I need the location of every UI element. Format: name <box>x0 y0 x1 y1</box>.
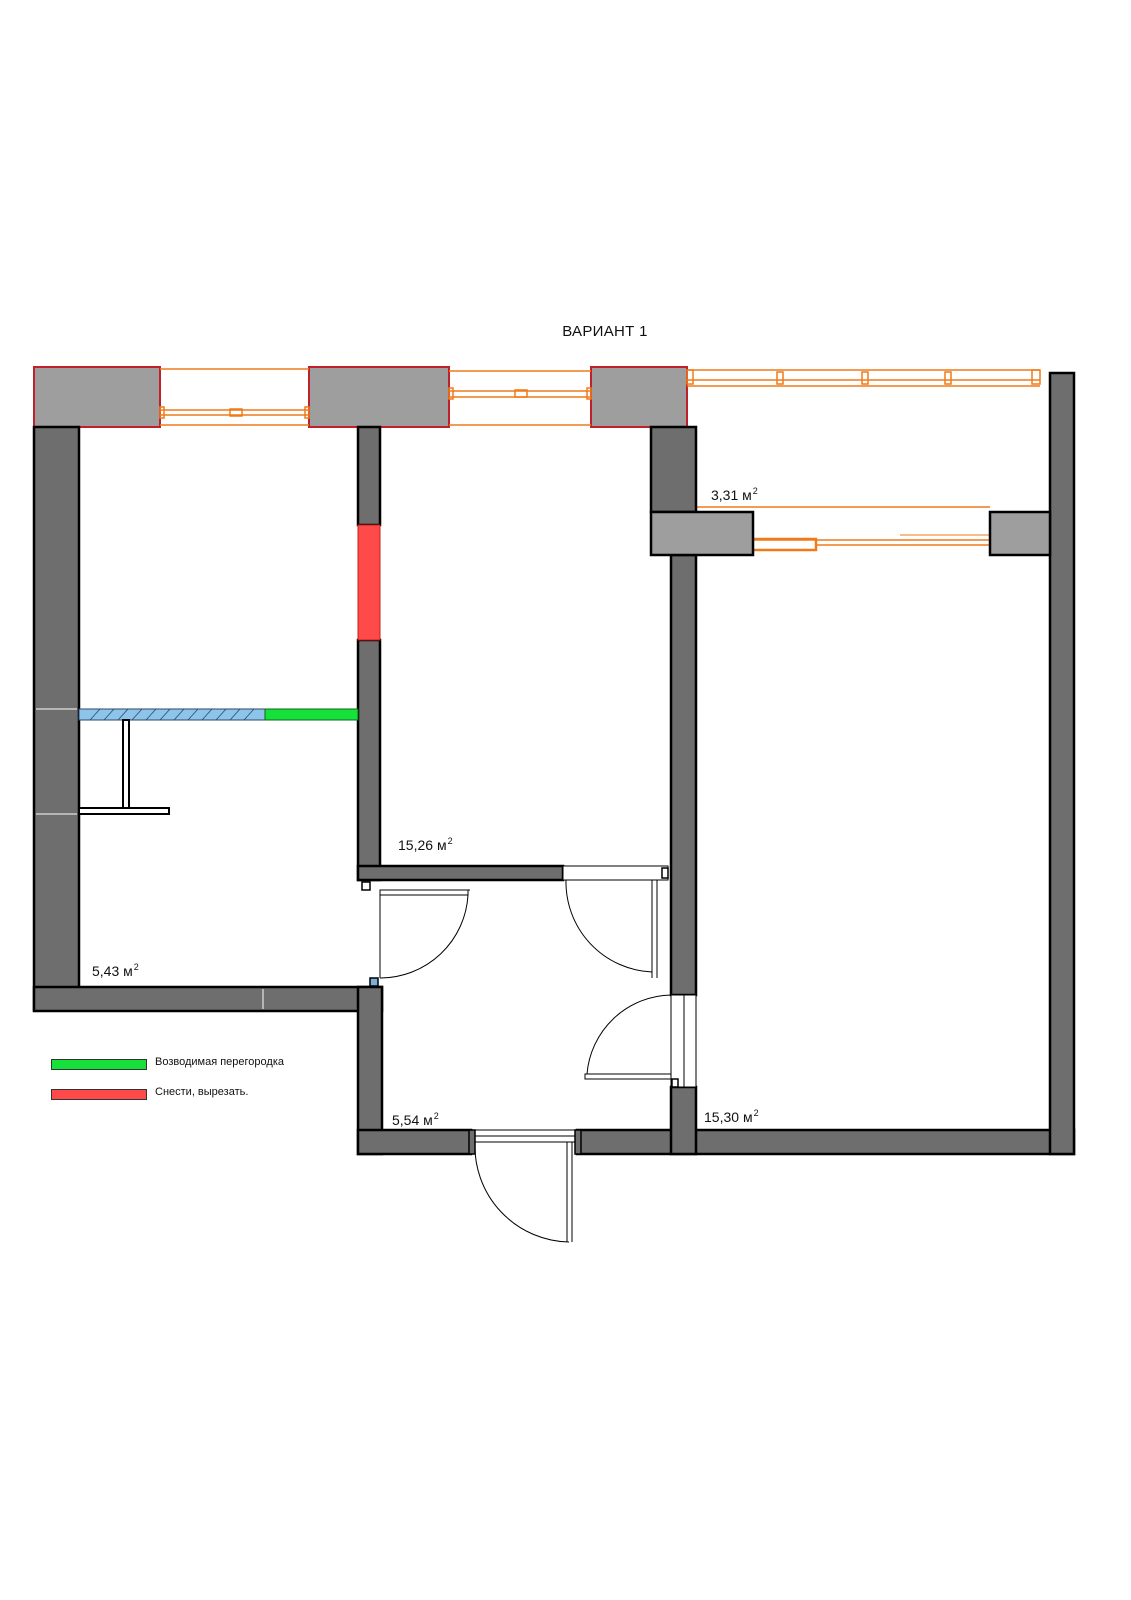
closet-shelf <box>78 807 170 815</box>
balcony-blocks <box>649 510 1052 557</box>
wall-partition-upper <box>356 425 382 527</box>
wall-middle-bottom <box>356 864 565 882</box>
walls <box>32 371 1076 1156</box>
area-unit: м <box>123 963 133 979</box>
area-unit-power: 2 <box>133 962 139 972</box>
wall-bottom-left <box>356 1128 473 1156</box>
window-pier-right <box>590 366 688 428</box>
area-unit: м <box>742 1109 753 1125</box>
legend-label: Возводимая перегородка <box>155 1056 285 1068</box>
area-unit-power: 2 <box>433 1111 439 1121</box>
room-area-value: 5,54 <box>392 1112 420 1128</box>
legend-swatch-green <box>51 1059 147 1070</box>
room-area-value: 15,26 <box>398 837 434 853</box>
window-balcony-outer <box>686 369 1041 387</box>
door-middle-room <box>562 865 669 978</box>
balcony-block-right <box>988 510 1052 557</box>
room-area-hall: 5,54 м2 <box>392 1111 439 1128</box>
partitions <box>78 708 359 815</box>
wall-bottom-right <box>575 1128 1076 1156</box>
wall-hall-left <box>356 985 384 1156</box>
window-room-middle <box>448 370 592 426</box>
door-left-room <box>361 881 470 987</box>
room-area-middle: 15,26 м2 <box>398 836 453 853</box>
closet-post <box>122 719 130 809</box>
wall-left-bottom <box>32 985 384 1013</box>
door-entrance <box>468 1129 582 1243</box>
area-unit: м <box>436 837 447 853</box>
window-pier-left <box>33 366 161 428</box>
partition-existing <box>78 708 266 721</box>
legend-swatch-red <box>51 1089 147 1100</box>
wall-center-lower <box>669 1085 698 1156</box>
balcony-block-left <box>649 510 755 557</box>
legend-label: Снести, вырезать. <box>155 1086 249 1098</box>
wall-cut-marks <box>36 708 264 1009</box>
window-balcony-inner <box>690 506 990 552</box>
demolish-wall-segment <box>357 524 381 641</box>
room-area-left: 5,43 м2 <box>92 962 139 979</box>
wall-right-outer <box>1048 371 1076 1156</box>
area-unit: м <box>742 487 752 503</box>
wall-balcony-left <box>649 425 698 514</box>
room-area-value: 5,43 <box>92 963 120 979</box>
area-unit: м <box>423 1112 433 1128</box>
wall-left-outer <box>32 425 81 1012</box>
window-room-left <box>159 368 310 426</box>
wall-partition-lower <box>356 638 382 882</box>
partition-new <box>264 708 359 721</box>
doors <box>361 865 697 1243</box>
wall-center-vertical <box>669 553 698 997</box>
plan-title: ВАРИАНТ 1 <box>562 323 648 340</box>
room-area-value: 15,30 <box>704 1109 740 1125</box>
window-pier-middle <box>308 366 450 428</box>
windows <box>159 368 1041 552</box>
room-area-right: 15,30 м2 <box>704 1108 759 1125</box>
room-area-balcony: 3,31 м2 <box>711 486 758 503</box>
area-unit-power: 2 <box>447 836 453 846</box>
area-unit-power: 2 <box>752 486 758 496</box>
window-piers <box>33 366 688 428</box>
room-area-value: 3,31 <box>711 487 739 503</box>
door-right-room <box>584 994 697 1088</box>
area-unit-power: 2 <box>753 1108 759 1118</box>
